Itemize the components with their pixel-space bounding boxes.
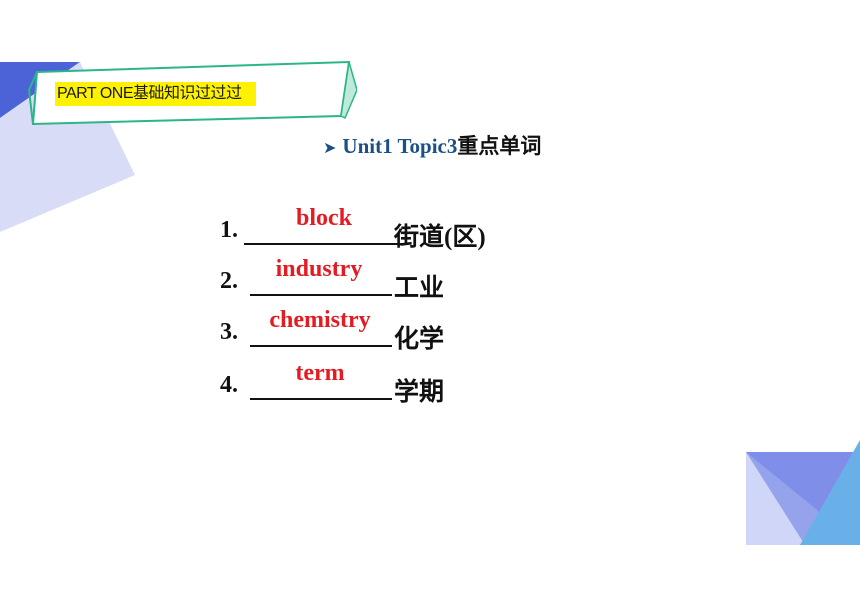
answer-blank-line	[250, 398, 392, 400]
answer-blank-line	[250, 294, 392, 296]
vocab-meaning: 街道(区)	[394, 224, 486, 251]
vocab-number: 4.	[220, 372, 238, 398]
topic-heading: ➤ Unit1 Topic3重点单词	[323, 130, 541, 160]
vocab-number: 1.	[220, 217, 238, 243]
topic-title-cn: 重点单词	[457, 134, 542, 158]
bottom-right-cyan-shape	[800, 440, 860, 545]
vocab-number: 3.	[220, 319, 238, 345]
part-one-banner-label: PART ONE基础知识过过过	[55, 82, 256, 106]
answer-blank-line	[250, 345, 392, 347]
vocab-number: 2.	[220, 268, 238, 294]
answer-blank-line	[244, 243, 404, 245]
vocab-answer: industry	[275, 256, 363, 282]
vocab-answer: block	[295, 205, 352, 231]
topic-title-en: Unit1 Topic3	[342, 134, 458, 158]
vocab-meaning: 工业	[394, 275, 445, 302]
vocab-meaning: 化学	[394, 326, 445, 353]
vocab-meaning: 学期	[394, 379, 445, 406]
vocab-answer: chemistry	[269, 307, 371, 333]
vocab-answer: term	[295, 360, 345, 386]
arrow-bullet-icon: ➤	[323, 138, 337, 157]
